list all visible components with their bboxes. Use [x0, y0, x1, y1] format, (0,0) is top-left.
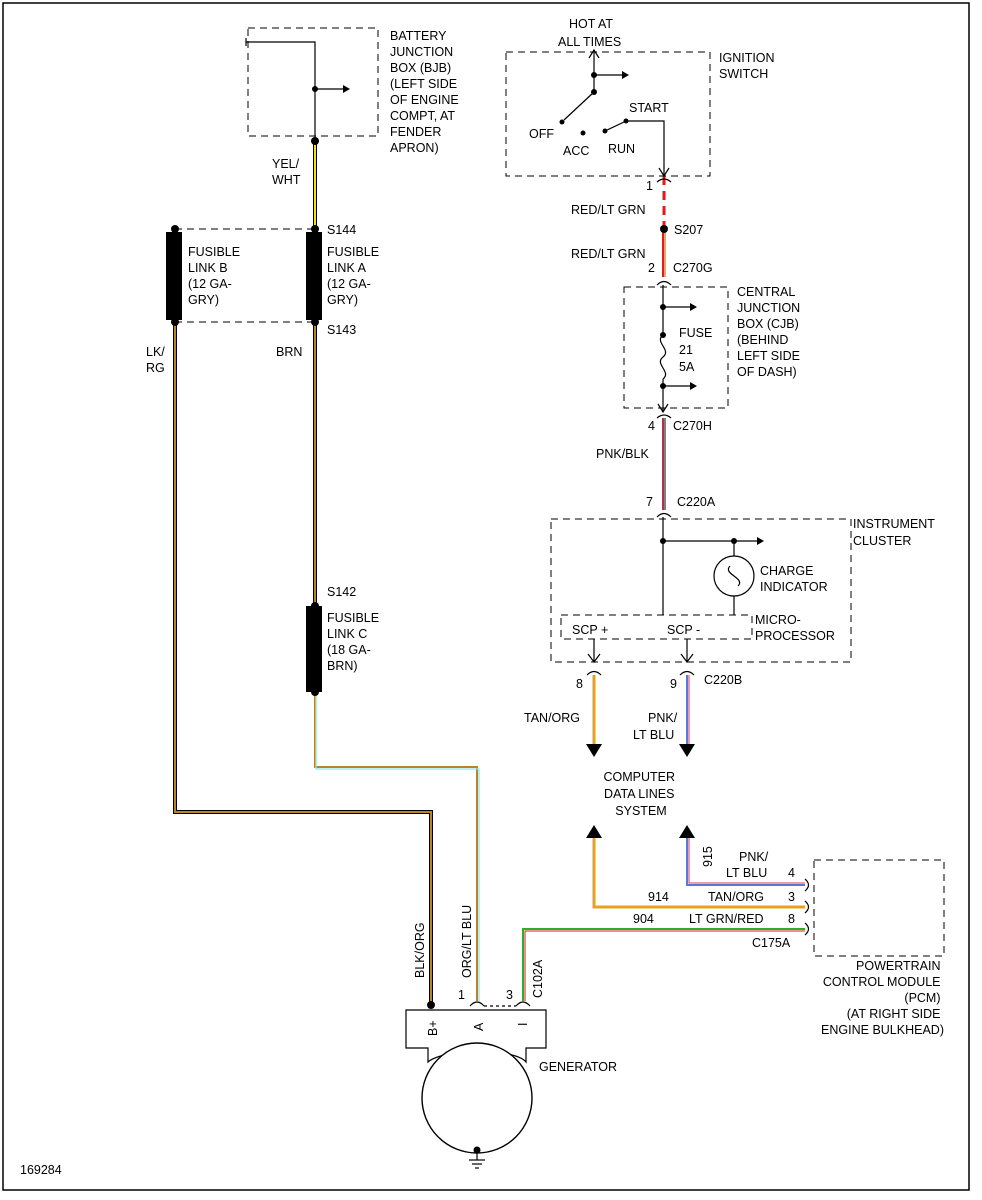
generator-body	[421, 1042, 533, 1154]
diagram-frame	[2, 2, 970, 1191]
pin-pcm-tan: 3	[788, 890, 795, 904]
splice-s143: S143	[327, 323, 356, 337]
data-line-arrow-up-icon	[679, 825, 695, 838]
hot-at-all-times-label: HOT AT ALL TIMES	[558, 17, 621, 49]
scp-plus-label: SCP +	[572, 623, 608, 637]
connector-ign-symbol	[656, 178, 672, 183]
fusible-link-c-label: FUSIBLE LINK C (18 GA- BRN)	[327, 611, 383, 673]
fusible-link-b	[166, 225, 182, 326]
cjb-label: CENTRAL JUNCTION BOX (CJB) (BEHIND LEFT …	[737, 285, 804, 379]
pcm	[804, 859, 945, 957]
wire-label-yel-wht: YEL/ WHT	[272, 157, 303, 187]
bjb-arrow-icon	[343, 85, 350, 93]
bjb-label: BATTERY JUNCTION BOX (BJB) (LEFT SIDE OF…	[390, 29, 462, 155]
splice-s207-dot	[660, 225, 668, 233]
wire-label-blk-org-vertical: BLK/ORG	[413, 922, 427, 978]
wire-pcm-pnk-ltblu	[686, 838, 805, 886]
ignition-acc-label: ACC	[563, 144, 589, 158]
wire-label-red-ltgrn-1: RED/LT GRN	[571, 203, 646, 217]
pin-c220a: 7	[646, 495, 653, 509]
wire-label-pcm-tan-org: TAN/ORG	[708, 890, 764, 904]
wire-label-pcm-ltgrn-red: LT GRN/RED	[689, 912, 764, 926]
bjb-bus	[246, 41, 316, 143]
pin-ign: 1	[646, 179, 653, 193]
wire-pcm-ltgrn-red-stripe	[524, 930, 805, 1001]
wire-label-blk-org-left: LK/ RG	[146, 345, 168, 375]
wire-pcm-pnk-ltblu-stripe	[688, 838, 805, 884]
wire-pcm-ltgrn-red	[522, 928, 805, 1001]
connector-c220b: C220B	[704, 673, 742, 687]
pin-c270g: 2	[648, 261, 655, 275]
wire-label-pcm-pnk-ltblu: PNK/ LT BLU	[726, 850, 772, 880]
fusible-link-b-label: FUSIBLE LINK B (12 GA- GRY)	[188, 245, 244, 307]
wire-label-pnk-ltblu: PNK/ LT BLU	[633, 711, 681, 742]
gen-terminal-a: A	[472, 1022, 486, 1031]
connector-c220a: C220A	[677, 495, 716, 509]
pin-pcm-grn: 8	[788, 912, 795, 926]
figure-id: 169284	[20, 1163, 62, 1177]
instrument-cluster	[550, 517, 852, 663]
hot-arrow-icon	[588, 48, 600, 59]
wire-label-red-ltgrn-2: RED/LT GRN	[571, 247, 646, 261]
wire-org-ltblu	[314, 692, 478, 1001]
ignition-run-label: RUN	[608, 142, 635, 156]
scp-minus-label: SCP -	[667, 623, 700, 637]
wire-label-tan-org: TAN/ORG	[524, 711, 580, 725]
fuse-icon	[659, 334, 667, 380]
microprocessor-label: MICRO- PROCESSOR	[755, 613, 835, 643]
ignition-start-label: START	[629, 101, 669, 115]
pin-c220b-pnk: 9	[670, 677, 677, 691]
wire-pcm-tan-org	[592, 838, 805, 909]
wire-label-org-ltblu-vertical: ORG/LT BLU	[460, 905, 474, 978]
fuse-label: FUSE 21 5A	[679, 326, 716, 374]
battery-junction-box	[245, 27, 379, 145]
fusible-link-a-label: FUSIBLE LINK A (12 GA- GRY)	[327, 245, 383, 307]
pin-c220b-tan: 8	[576, 677, 583, 691]
wires	[173, 143, 805, 1005]
ignition-off-label: OFF	[529, 127, 554, 141]
data-line-arrow-up-icon	[586, 825, 602, 838]
connector-c102a: C102A	[531, 959, 545, 998]
fusible-link-c	[306, 602, 322, 696]
splice-s207: S207	[674, 223, 703, 237]
splice-s144: S144	[327, 223, 356, 237]
circuit-915: 915	[701, 846, 715, 867]
circuit-914: 914	[648, 890, 669, 904]
switch-blade	[563, 91, 595, 121]
ignition-switch-outline	[505, 51, 711, 177]
connector-c270g: C270G	[673, 261, 713, 275]
data-line-arrow-down-icon	[679, 744, 695, 757]
pin-gen-a: 1	[458, 988, 465, 1002]
pin-gen-i: 3	[506, 988, 513, 1002]
generator-label: GENERATOR	[539, 1060, 617, 1074]
wire-blk-org	[174, 322, 432, 1005]
charge-indicator-label: CHARGE INDICATOR	[760, 564, 828, 594]
pin-c270h: 4	[648, 419, 655, 433]
pin-pcm-pnk: 4	[788, 866, 795, 880]
wire-label-pnk-blk: PNK/BLK	[596, 447, 649, 461]
instrument-cluster-label: INSTRUMENT CLUSTER	[853, 517, 938, 548]
ignition-switch	[505, 48, 711, 178]
connector-c270h: C270H	[673, 419, 712, 433]
circuit-904: 904	[633, 912, 654, 926]
central-junction-box	[623, 285, 729, 414]
gen-terminal-i: I	[516, 1023, 530, 1026]
data-lines-label: COMPUTER DATA LINES SYSTEM	[603, 770, 678, 818]
gen-terminal-bplus: B+	[426, 1020, 440, 1036]
wire-blk-org-outline	[173, 322, 433, 1005]
ignition-switch-label: IGNITION SWITCH	[719, 51, 778, 81]
connector-c175a: C175A	[752, 936, 791, 950]
splice-s142: S142	[327, 585, 356, 599]
wire-label-brn: BRN	[276, 345, 302, 359]
pcm-label: POWERTRAIN CONTROL MODULE (PCM) (AT RIGH…	[821, 959, 944, 1037]
generator	[405, 1001, 547, 1169]
data-line-arrow-down-icon	[586, 744, 602, 757]
bjb-outline	[247, 27, 379, 137]
fusible-link-a	[306, 225, 322, 326]
wire-org-ltblu-stripe	[315, 694, 480, 1001]
